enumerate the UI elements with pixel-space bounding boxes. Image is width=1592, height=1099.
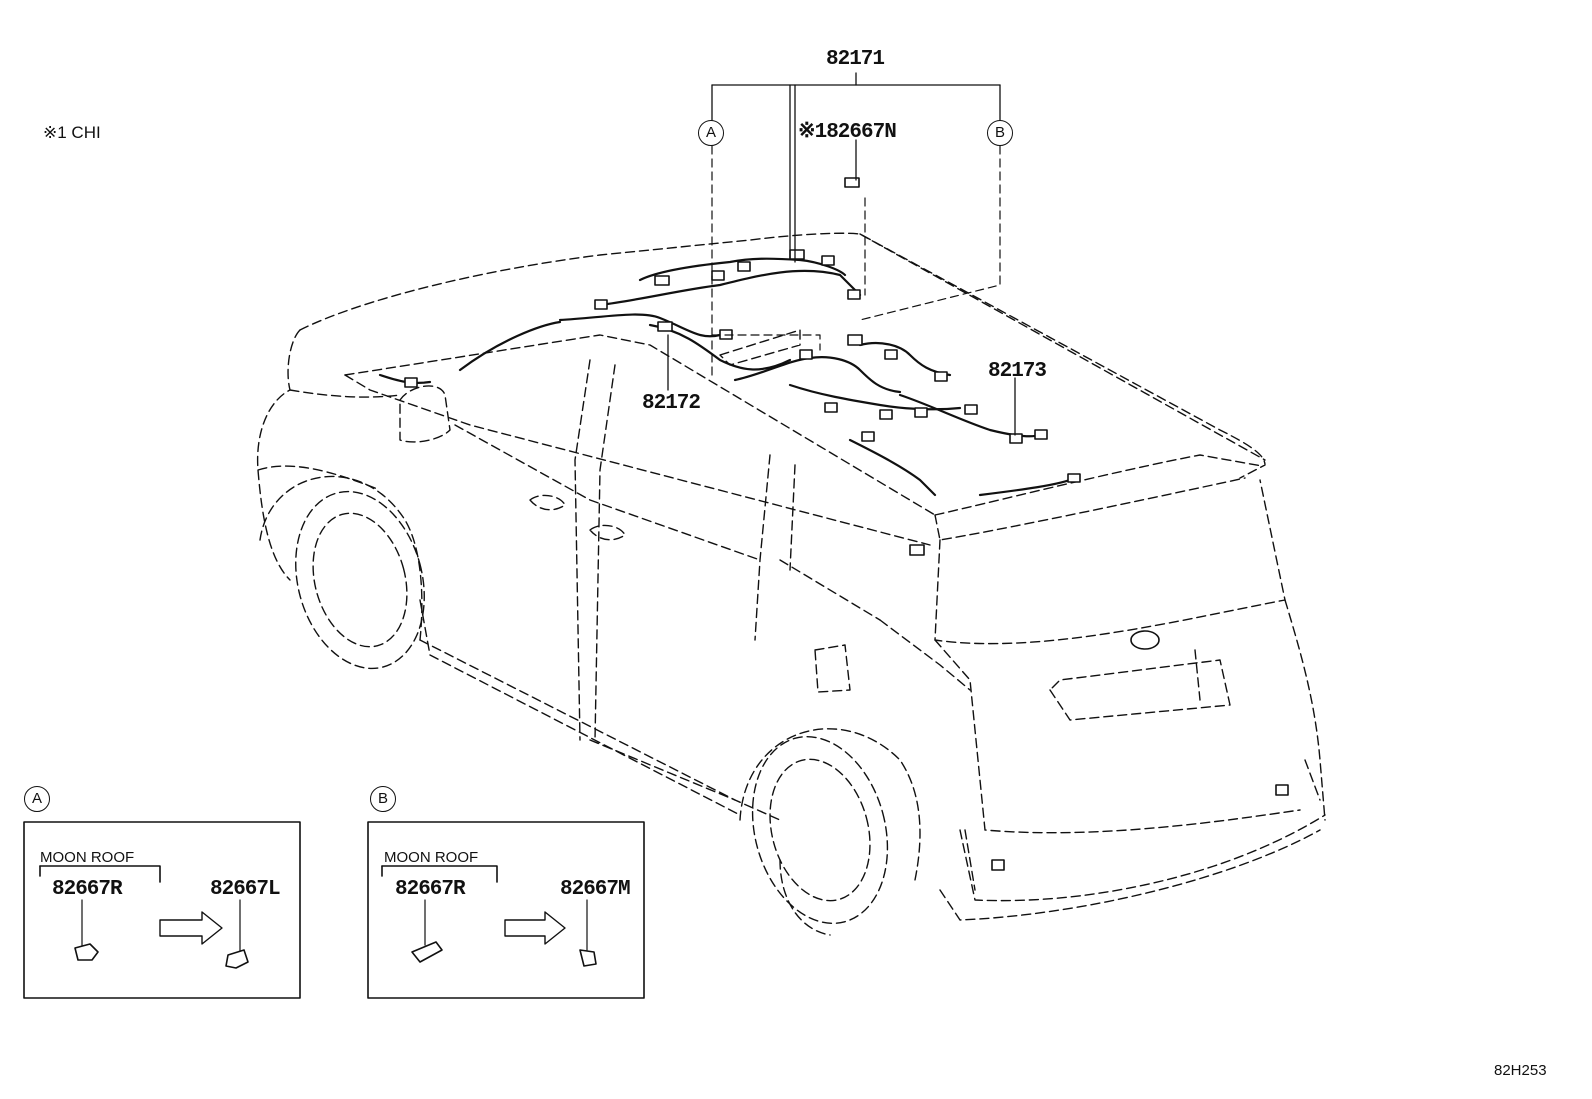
corner-parts [909,544,1289,871]
detail-b-to-part: 82667M [560,878,631,901]
marker-a: A [698,120,724,146]
chi-note: ※1 CHI [43,123,101,142]
detail-box-b [367,821,645,999]
marker-b: B [987,120,1013,146]
projection-lines [711,145,1001,381]
detail-a-title: MOON ROOF [40,849,135,866]
detail-a-from-part: 82667R [52,878,123,901]
detail-box-a [23,821,301,999]
detail-b-from-part: 82667R [395,878,466,901]
part-82171-label: 82171 [826,48,885,71]
vehicle-outline [256,232,1326,936]
harness-connectors [404,177,1081,483]
part-82172-label: 82172 [642,392,701,415]
part-82173-label: 82173 [988,360,1047,383]
diagram-code: 82H253 [1494,1062,1547,1079]
part-82667n-label: ※182667N [798,121,897,144]
wheels [295,490,889,924]
roof-wire-harness [378,257,1077,497]
detail-a-marker: A [24,786,50,812]
detail-a-to-part: 82667L [210,878,281,901]
detail-b-marker: B [370,786,396,812]
detail-b-title: MOON ROOF [384,849,479,866]
callout-leaders [667,72,1016,436]
